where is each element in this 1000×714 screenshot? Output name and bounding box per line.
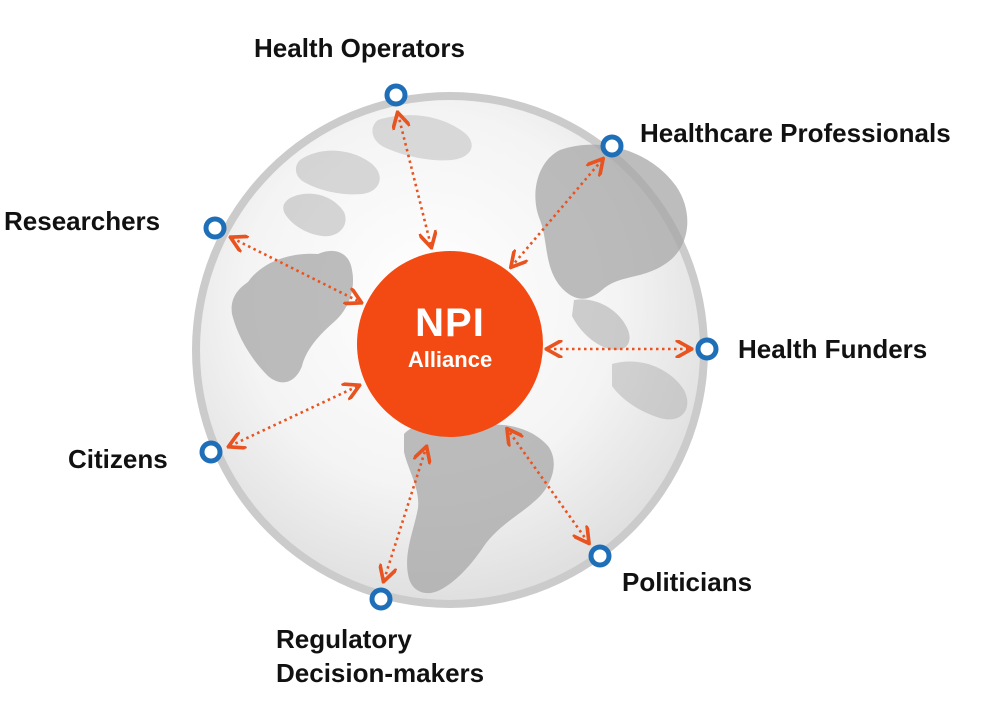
connectors <box>230 114 690 580</box>
node-researchers[interactable] <box>203 216 227 240</box>
continent-central-america <box>572 299 630 350</box>
node-politicians[interactable] <box>588 544 612 568</box>
connector-healthcare-professionals <box>512 160 602 266</box>
connector-politicians <box>508 430 588 542</box>
hub-label: NPI Alliance <box>357 300 543 374</box>
label-regulatory-line2: Decision-makers <box>276 658 485 688</box>
label-regulatory-line1: Regulatory <box>276 624 412 654</box>
label-health-funders: Health Funders <box>738 334 928 364</box>
hub-subtitle: Alliance <box>407 347 493 372</box>
node-health-funders[interactable] <box>695 337 719 361</box>
label-politicians: Politicians <box>622 567 753 597</box>
node-health-operators[interactable] <box>384 83 408 107</box>
nodes <box>199 83 719 611</box>
continent-europe <box>295 150 380 195</box>
node-regulatory[interactable] <box>369 587 393 611</box>
continent-north-america-south <box>612 361 688 420</box>
node-healthcare-professionals[interactable] <box>600 134 624 158</box>
label-citizens: Citizens <box>68 444 168 474</box>
hub-title: NPI <box>415 301 485 345</box>
connector-health-operators <box>398 114 431 246</box>
connector-regulatory <box>384 448 426 580</box>
label-healthcare-professionals: Healthcare Professionals <box>640 118 951 148</box>
continent-middle-east <box>283 193 346 237</box>
label-regulatory-decision-makers: Regulatory Decision-makers <box>276 622 484 690</box>
npi-alliance-hub <box>357 251 543 437</box>
label-researchers: Researchers <box>4 206 161 236</box>
label-health-operators: Health Operators <box>254 33 465 63</box>
node-citizens[interactable] <box>199 440 223 464</box>
